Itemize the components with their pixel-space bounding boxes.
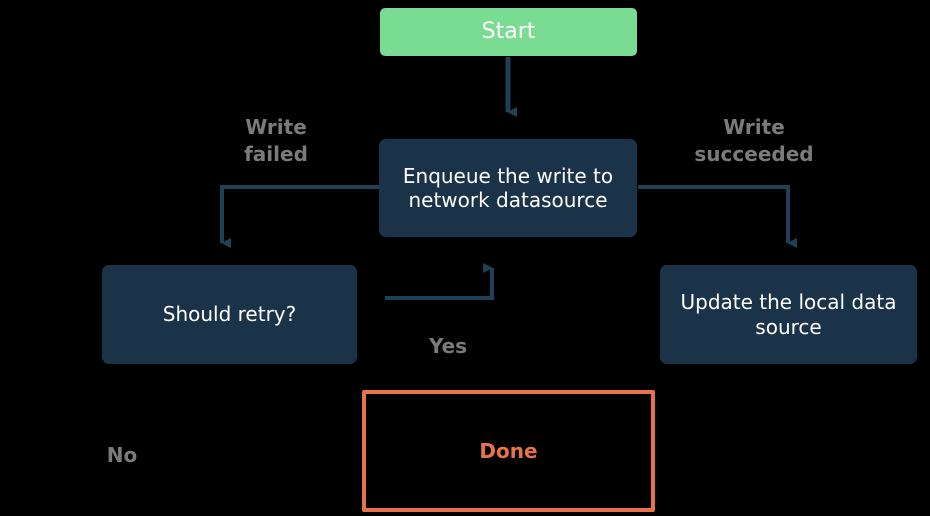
node-enqueue-label: Enqueue the write to network datasource — [402, 163, 614, 212]
edge-label-write-failed: Write failed — [244, 115, 308, 166]
edge-label-yes: Yes — [428, 334, 468, 358]
node-start[interactable]: Start — [380, 8, 637, 56]
edge-label-no: No — [106, 443, 138, 467]
edge-label-write-succeeded: Write succeeded — [694, 115, 814, 166]
edge-enqueue-to-update — [638, 185, 797, 248]
edge-retry-yes-to-enqueue — [385, 263, 494, 300]
node-enqueue-write[interactable]: Enqueue the write to network datasource — [379, 139, 637, 237]
node-done-label: Done — [479, 438, 538, 463]
node-update-local-datasource[interactable]: Update the local data source — [660, 265, 917, 364]
edge-enqueue-to-retry — [220, 185, 379, 248]
node-done[interactable]: Done — [362, 390, 655, 512]
node-should-retry-label: Should retry? — [162, 302, 297, 327]
node-update-label: Update the local data source — [680, 290, 897, 339]
node-should-retry[interactable]: Should retry? — [102, 265, 357, 364]
node-start-label: Start — [481, 18, 536, 44]
